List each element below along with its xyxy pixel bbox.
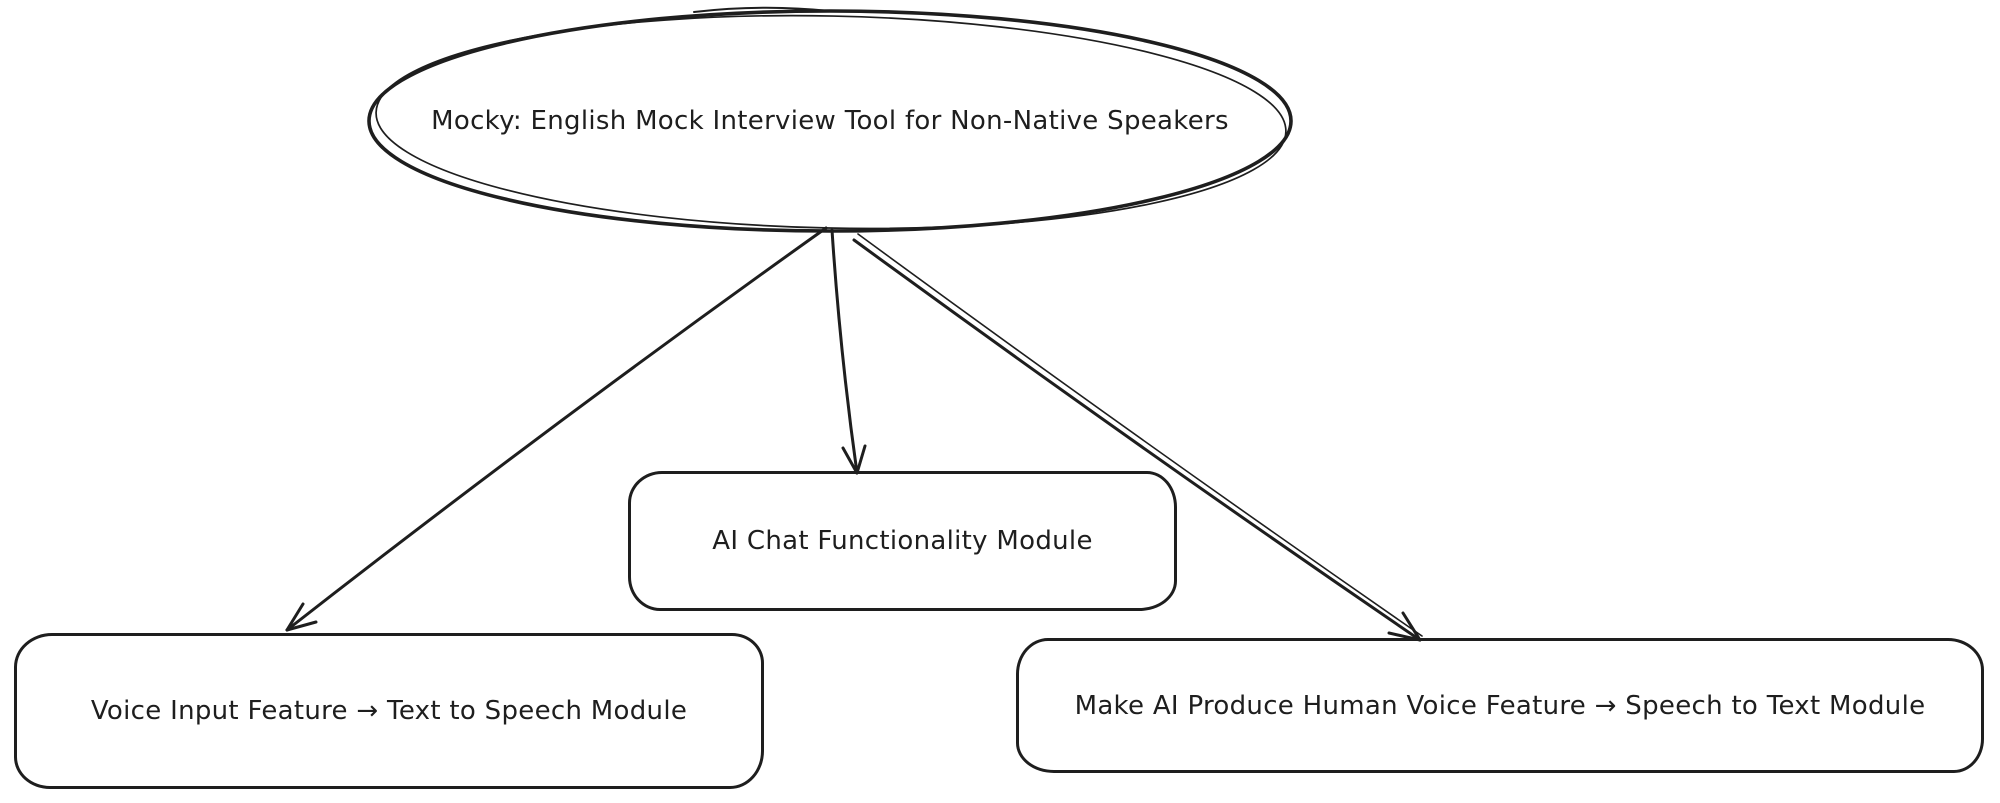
root-node-label: Mocky: English Mock Interview Tool for N… [431, 106, 1229, 136]
arrowhead [285, 602, 318, 632]
arrowhead [841, 444, 867, 475]
node-ai-chat-label: AI Chat Functionality Module [712, 526, 1093, 556]
node-voice-input-label: Voice Input Feature → Text to Speech Mod… [90, 696, 688, 726]
sketch-overlap-stroke [693, 6, 831, 13]
node-ai-voice-label: Make AI Produce Human Voice Feature → Sp… [1074, 690, 1926, 721]
edge-root-to-voice-input-arrow[interactable] [285, 226, 828, 632]
sketch-overlap-stroke [857, 233, 1423, 637]
edge-root-to-ai-chat-arrow[interactable] [830, 228, 867, 475]
node-ai-chat-functionality[interactable]: AI Chat Functionality Module [628, 471, 1177, 611]
node-ai-human-voice[interactable]: Make AI Produce Human Voice Feature → Sp… [1016, 638, 1984, 773]
root-node[interactable]: Mocky: English Mock Interview Tool for N… [370, 14, 1290, 228]
root-ellipse-shape[interactable] [367, 6, 1293, 238]
node-voice-input-feature[interactable]: Voice Input Feature → Text to Speech Mod… [14, 633, 764, 789]
